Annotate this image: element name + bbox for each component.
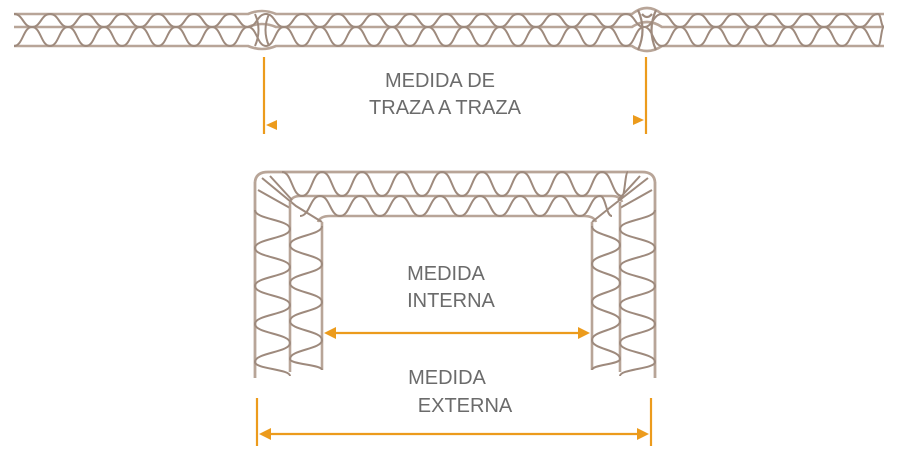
internal-dimension: [324, 327, 590, 339]
box-right-flute-inner: [590, 225, 622, 371]
box-top-flute-lower: [299, 194, 613, 218]
box-corner-right: [591, 175, 653, 223]
box-corner-left: [257, 175, 323, 223]
flat-sheet-liner-top: [14, 6, 884, 16]
internal-label-line-2: INTERNA: [407, 290, 495, 312]
flat-sheet-flute-upper: [13, 12, 885, 29]
box-top-bottom-liner: [316, 214, 598, 223]
flat-sheet-flute-lower: [13, 25, 885, 48]
crease-left: [254, 13, 270, 47]
crease-right: [636, 9, 658, 51]
box-left-flute-inner: [288, 225, 324, 371]
trace-label-line-2: TRAZA A TRAZA: [369, 97, 522, 119]
box-top-outer-liner: [253, 170, 657, 183]
internal-arrow-right-icon: [578, 327, 590, 339]
external-arrow-right-icon: [637, 428, 649, 440]
trace-label-line-1: MEDIDA DE: [385, 70, 495, 92]
trace-dimension: [262, 57, 648, 134]
flat-sheet-liner-bottom: [14, 44, 884, 53]
trace-arrow-left-icon: [266, 120, 277, 130]
external-label-line-1: MEDIDA: [408, 367, 486, 389]
internal-label-line-1: MEDIDA: [407, 263, 485, 285]
folded-box: [253, 170, 657, 378]
flat-corrugated-sheet: [13, 6, 885, 53]
external-arrow-left-icon: [259, 428, 271, 440]
box-top-flute-upper: [281, 170, 629, 198]
external-dimension: [255, 398, 653, 446]
box-right-flute-outer: [618, 209, 657, 377]
external-label-line-2: EXTERNA: [418, 395, 513, 417]
box-left-flute-outer: [253, 209, 292, 377]
trace-arrow-right-icon: [633, 115, 644, 125]
box-top-inner-liner: [288, 194, 624, 203]
internal-arrow-left-icon: [324, 327, 336, 339]
